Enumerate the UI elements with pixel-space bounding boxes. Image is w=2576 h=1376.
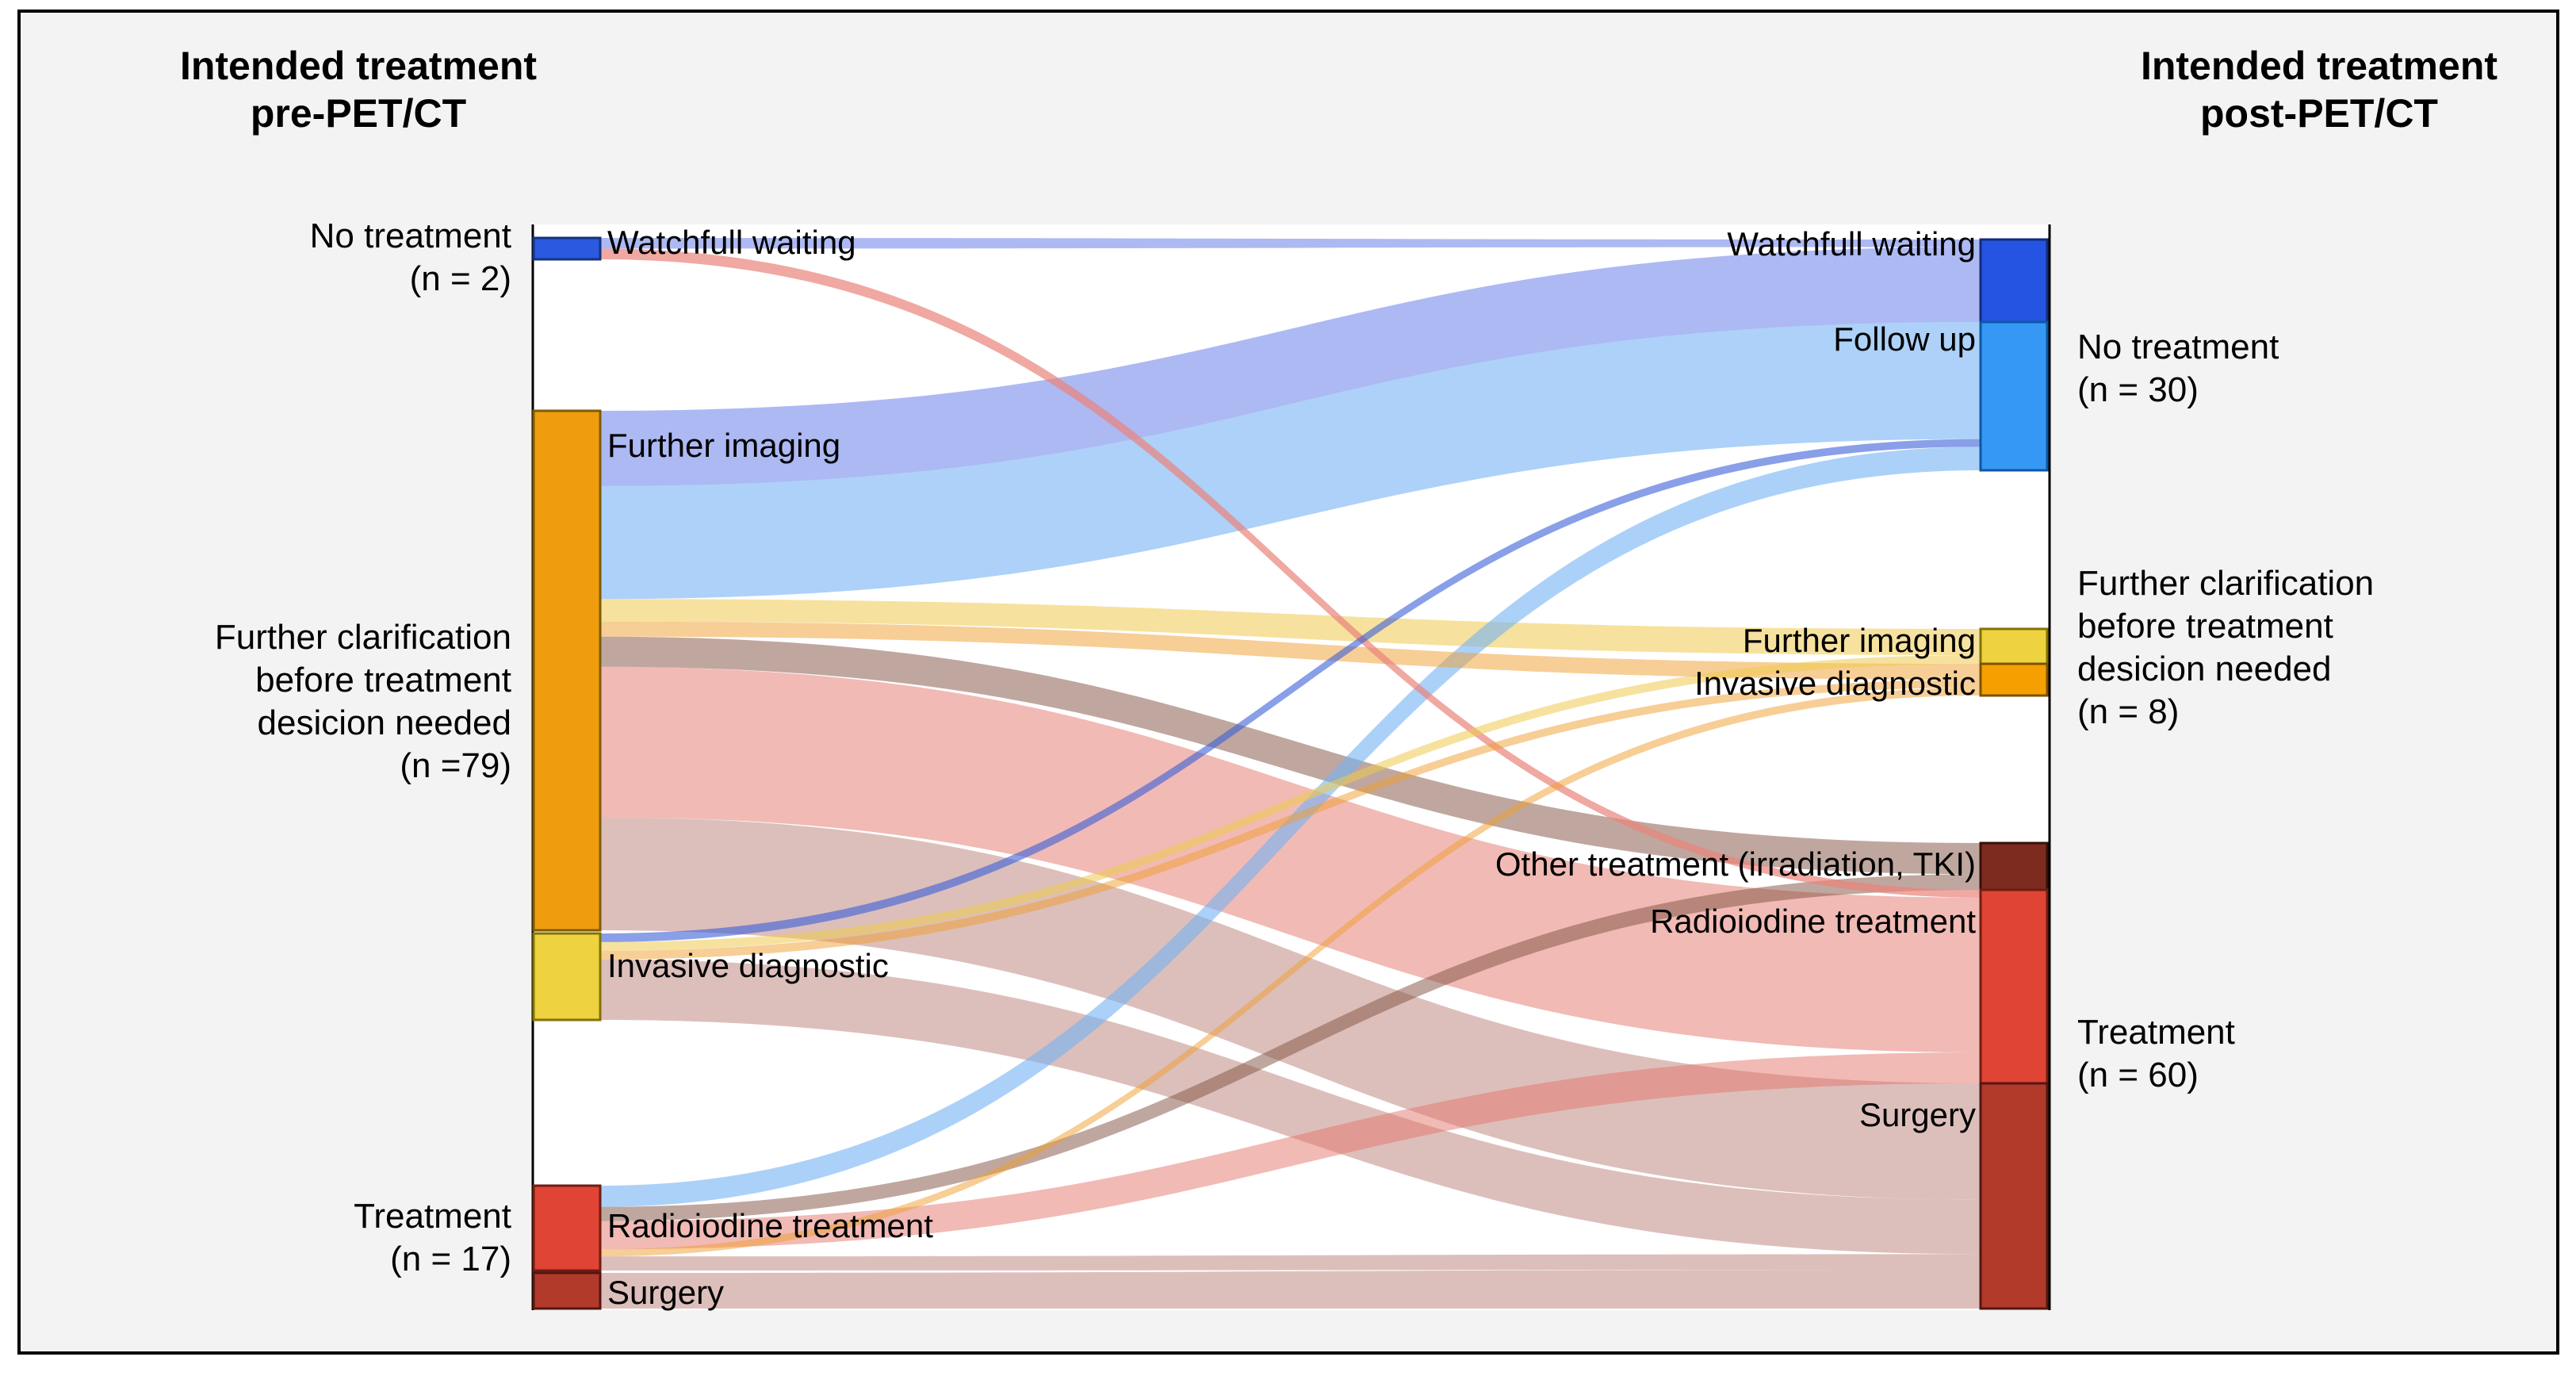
flow-ribbon bbox=[600, 447, 1981, 1207]
node-left-id bbox=[532, 932, 602, 1021]
node-right-rit bbox=[1979, 888, 2049, 1085]
group-label-right-0-line-0: No treatment bbox=[2077, 328, 2279, 366]
node-label-left-su: Surgery bbox=[607, 1274, 724, 1311]
group-label-left-1-line-1: before treatment bbox=[255, 661, 511, 699]
flow-ribbon bbox=[600, 874, 1981, 1221]
node-right-su bbox=[1979, 1082, 2049, 1310]
node-label-left-id: Invasive diagnostic bbox=[607, 947, 889, 984]
group-label-right-2-line-1: (n = 60) bbox=[2077, 1056, 2199, 1094]
flow-ribbon bbox=[600, 247, 1981, 486]
flow-ribbon bbox=[600, 680, 1981, 960]
node-label-right-fi: Further imaging bbox=[1743, 622, 1976, 659]
axis-title-pre-line-1: pre-PET/CT bbox=[251, 91, 466, 136]
node-right-fu bbox=[1979, 320, 2049, 472]
group-label-left-2-line-0: Treatment bbox=[354, 1197, 511, 1236]
group-label-left-2-line-1: (n = 17) bbox=[390, 1240, 511, 1278]
group-label-right-1-line-2: desicion needed bbox=[2077, 650, 2331, 688]
node-label-left-rit: Radioiodine treatment bbox=[607, 1207, 933, 1244]
node-right-ww bbox=[1979, 238, 2049, 324]
flow-ribbon bbox=[600, 1254, 1981, 1271]
group-label-left-0-line-0: No treatment bbox=[310, 217, 511, 255]
node-right-ot bbox=[1979, 841, 2049, 891]
flow-ribbon bbox=[600, 238, 1981, 249]
node-right-id bbox=[1979, 662, 2049, 697]
node-label-right-ww: Watchfull waiting bbox=[1727, 225, 1976, 263]
group-label-left-1-line-3: (n =79) bbox=[400, 746, 511, 785]
flow-ribbon bbox=[600, 439, 1981, 942]
flow-ribbon bbox=[600, 599, 1981, 655]
node-label-right-su: Surgery bbox=[1859, 1096, 1976, 1133]
axis-title-post-line-1: post-PET/CT bbox=[2200, 91, 2438, 136]
node-left-ww bbox=[532, 236, 602, 261]
flow-ribbon bbox=[600, 688, 1981, 1257]
flow-ribbon bbox=[600, 322, 1981, 600]
flow-ribbon bbox=[600, 1270, 1981, 1309]
group-label-left-0-line-1: (n = 2) bbox=[410, 259, 511, 298]
flow-ribbon bbox=[600, 636, 1981, 875]
node-left-fi bbox=[532, 409, 602, 932]
flow-ribbon bbox=[600, 1052, 1981, 1250]
flow-ribbon bbox=[600, 621, 1981, 680]
group-label-right-1-line-0: Further clarification bbox=[2077, 564, 2374, 603]
node-left-su bbox=[532, 1271, 602, 1310]
node-label-left-fi: Further imaging bbox=[607, 427, 840, 464]
group-label-left-1-line-0: Further clarification bbox=[215, 618, 511, 657]
node-label-right-id: Invasive diagnostic bbox=[1694, 665, 1976, 702]
axis-title-post-line-0: Intended treatment bbox=[2141, 44, 2498, 88]
node-label-right-rit: Radioiodine treatment bbox=[1650, 903, 1976, 940]
node-right-fi bbox=[1979, 627, 2049, 665]
group-label-right-1-line-1: before treatment bbox=[2077, 607, 2333, 646]
node-label-left-ww: Watchfull waiting bbox=[607, 224, 856, 261]
group-label-right-1-line-3: (n = 8) bbox=[2077, 692, 2179, 731]
node-label-right-fu: Follow up bbox=[1833, 320, 1976, 358]
axis-title-pre-line-0: Intended treatment bbox=[180, 44, 537, 88]
flow-ribbon bbox=[600, 959, 1981, 1255]
flow-ribbon bbox=[600, 248, 1981, 898]
group-label-right-2-line-0: Treatment bbox=[2077, 1013, 2235, 1052]
group-label-right-0-line-1: (n = 30) bbox=[2077, 370, 2199, 409]
flow-ribbon bbox=[600, 655, 1981, 951]
flow-ribbon bbox=[600, 666, 1981, 1052]
node-label-right-ot: Other treatment (irradiation, TKI) bbox=[1495, 845, 1976, 883]
node-left-rit bbox=[532, 1184, 602, 1272]
group-label-left-1-line-2: desicion needed bbox=[258, 703, 511, 742]
